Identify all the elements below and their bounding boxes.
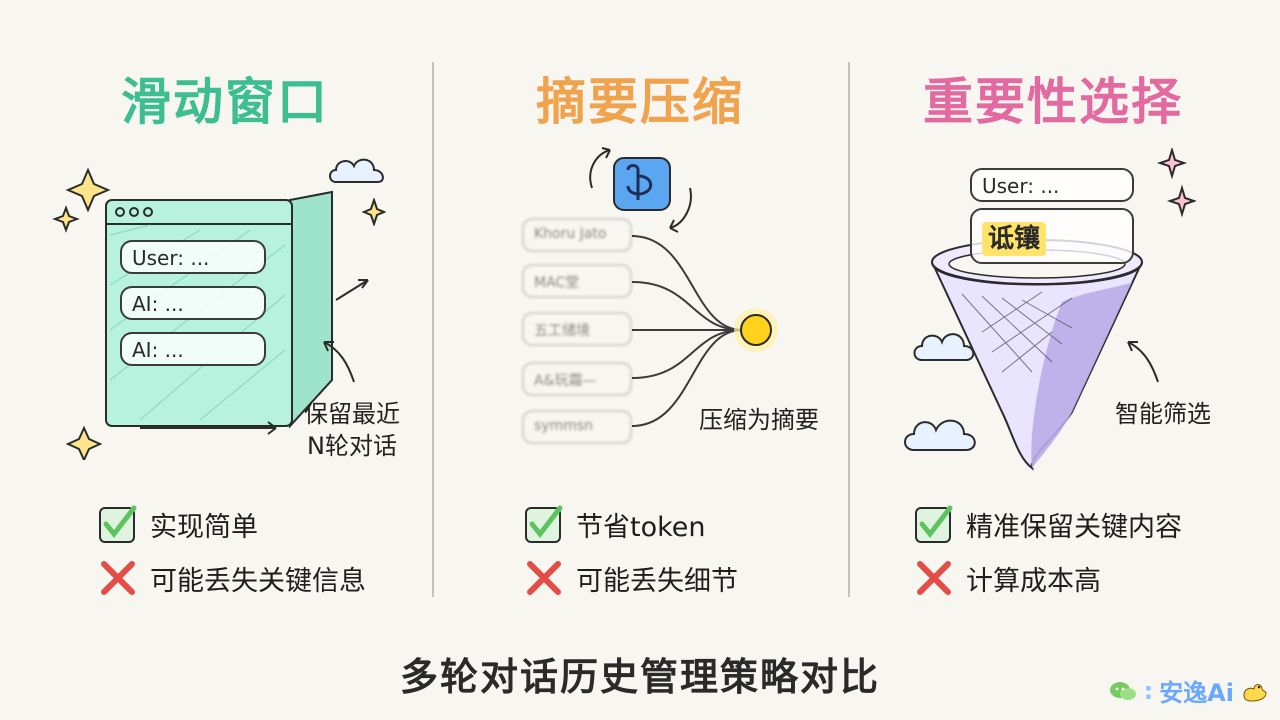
brand-separator: : bbox=[1143, 676, 1154, 705]
section-title-importance: 重要性选择 bbox=[923, 73, 1183, 131]
duck-icon bbox=[1243, 683, 1267, 702]
sparkle-icon bbox=[362, 198, 386, 226]
brand-text: 安逸Ai bbox=[1159, 679, 1234, 707]
highlighted-bubble: 诋镶 bbox=[970, 208, 1134, 264]
pro-item: 精准保留关键内容 bbox=[914, 504, 1182, 544]
section-title-summary: 摘要压缩 bbox=[536, 73, 744, 131]
pro-label: 实现简单 bbox=[150, 511, 258, 543]
caption-line-1: 保留最近 bbox=[304, 400, 400, 428]
curved-arrow-icon bbox=[1127, 341, 1159, 383]
caption-importance: 智能筛选 bbox=[1115, 400, 1211, 428]
cloud-icon bbox=[904, 419, 976, 451]
divider-right bbox=[848, 62, 850, 597]
caption-line-2: N轮对话 bbox=[307, 432, 397, 460]
page-title: 多轮对话历史管理策略对比 bbox=[399, 655, 880, 699]
section-title-sliding-window: 滑动窗口 bbox=[121, 73, 329, 131]
blurred-message-2: MAC堂 bbox=[522, 264, 632, 298]
chat-bubble-user: User: ... bbox=[120, 240, 266, 274]
cross-icon bbox=[527, 561, 561, 595]
blurred-message-4: A&玩霜— bbox=[522, 362, 632, 396]
con-item: 可能丢失细节 bbox=[524, 558, 738, 598]
blurred-message-5: symmsn bbox=[522, 410, 632, 444]
con-item: 可能丢失关键信息 bbox=[98, 558, 366, 598]
con-label: 可能丢失细节 bbox=[576, 565, 738, 597]
cross-icon bbox=[101, 561, 135, 595]
check-icon bbox=[915, 505, 953, 543]
blurred-message-1: Khoru Jato bbox=[522, 218, 632, 252]
chat-bubble-ai-2: AI: ... bbox=[120, 332, 266, 366]
con-label: 计算成本高 bbox=[966, 565, 1101, 597]
ai-chip-icon bbox=[589, 147, 692, 233]
caption-sliding-window: 保留最近 N轮对话 bbox=[292, 398, 412, 462]
cloud-icon bbox=[329, 158, 384, 183]
brand-mark: : 安逸Ai bbox=[1108, 673, 1268, 708]
cross-icon bbox=[917, 561, 951, 595]
sparkles-left bbox=[52, 167, 111, 460]
divider-left bbox=[432, 62, 434, 597]
con-item: 计算成本高 bbox=[914, 558, 1101, 598]
pro-label: 精准保留关键内容 bbox=[966, 511, 1182, 543]
chat-bubble-user: User: ... bbox=[970, 168, 1134, 202]
curved-arrow-icon bbox=[323, 341, 355, 383]
blurred-message-3: 五工储境 bbox=[522, 312, 632, 346]
pro-item: 节省token bbox=[524, 504, 706, 544]
highlight-text: 诋镶 bbox=[982, 222, 1047, 256]
cloud-icon bbox=[913, 333, 975, 361]
check-icon bbox=[99, 505, 137, 543]
sparkles-right bbox=[1156, 148, 1196, 218]
pro-label: 节省token bbox=[576, 511, 706, 543]
wechat-icon bbox=[1109, 681, 1136, 700]
caption-summary: 压缩为摘要 bbox=[699, 406, 819, 434]
con-label: 可能丢失关键信息 bbox=[150, 565, 366, 597]
funnel-lines bbox=[632, 235, 778, 427]
check-icon bbox=[525, 505, 563, 543]
chat-bubble-ai-1: AI: ... bbox=[120, 286, 266, 320]
pro-item: 实现简单 bbox=[98, 504, 258, 544]
